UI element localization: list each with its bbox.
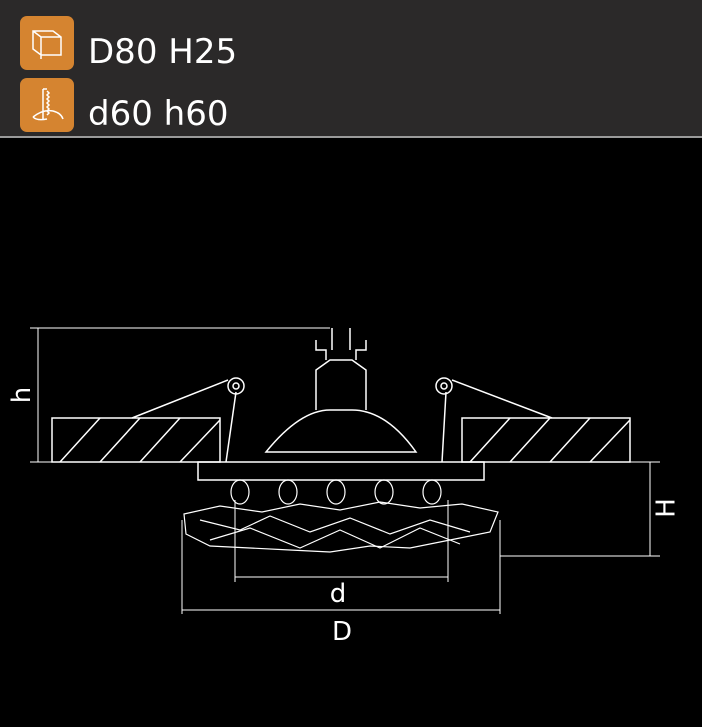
fixture-body xyxy=(131,328,553,481)
cutout-dimensions: d60 h60 xyxy=(88,94,229,134)
ceiling-right xyxy=(461,417,631,463)
mounting-diagram: h H d D xyxy=(7,327,681,647)
overall-dimensions: D80 H25 xyxy=(88,32,238,72)
label-d: d xyxy=(330,579,347,609)
spec-row-cutout: d60 h60 xyxy=(20,76,228,134)
cutout-dimensions-icon xyxy=(20,78,74,132)
crystal-decor xyxy=(183,479,499,553)
label-D: D xyxy=(332,617,352,647)
spec-row-overall: D80 H25 xyxy=(20,14,237,72)
dimension-lines xyxy=(30,327,660,614)
box-dimensions-icon xyxy=(20,16,74,70)
label-h: h xyxy=(7,387,37,403)
ceiling-left xyxy=(51,417,221,463)
label-H: H xyxy=(651,498,681,518)
spec-header: D80 H25 d60 h60 xyxy=(0,0,702,138)
